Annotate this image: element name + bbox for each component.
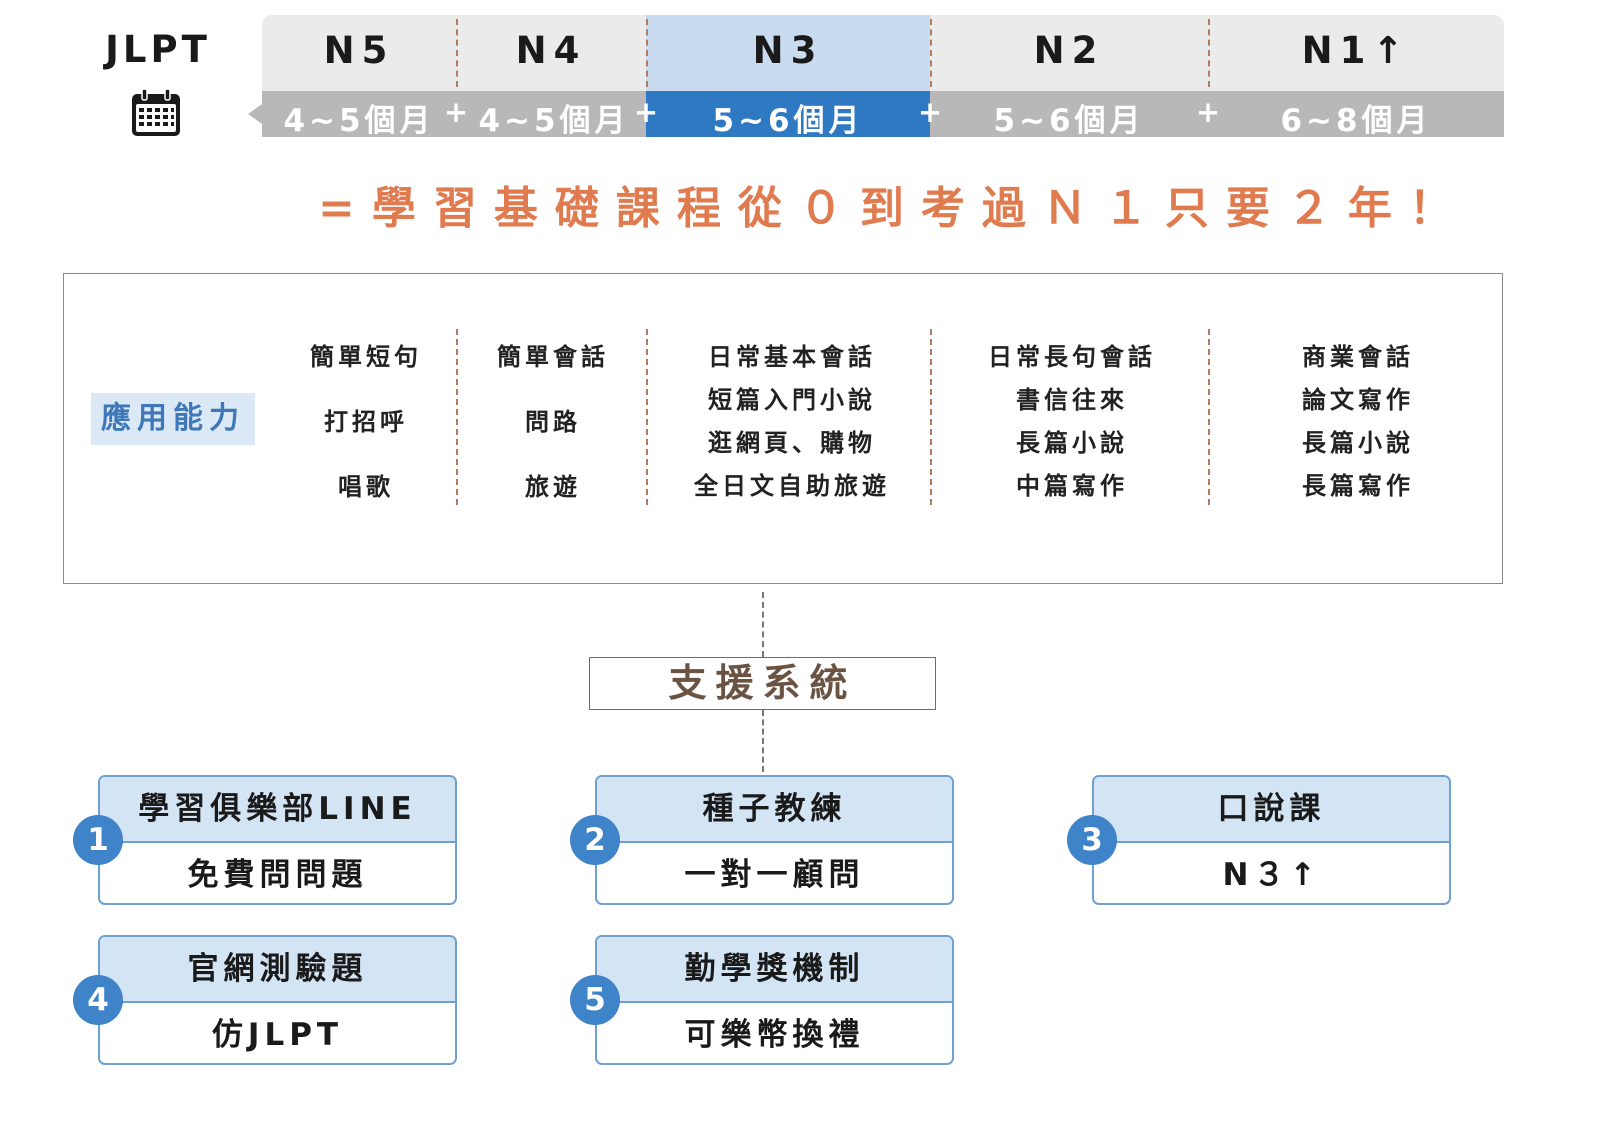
level-divider: [1208, 19, 1210, 87]
card-title: 口說課: [1094, 777, 1449, 843]
level-divider: [456, 19, 458, 87]
level-n2: N2: [1033, 29, 1105, 72]
ability-divider: [646, 329, 648, 505]
plus-sign: +: [917, 95, 943, 129]
ability-divider: [1208, 329, 1210, 505]
duration-n1: 6~8個月: [1280, 103, 1432, 137]
card-title: 官網測驗題: [100, 937, 455, 1003]
skill-item: 書信往來: [1016, 386, 1128, 414]
support-card-coach: 種子教練 一對一顧問: [595, 775, 954, 905]
number-badge: 2: [570, 815, 620, 865]
skill-item: 逛網頁、購物: [708, 429, 876, 457]
skill-item: 中篇寫作: [1016, 472, 1128, 500]
card-subtitle: N３↑: [1222, 857, 1321, 893]
timeline-arrow: [248, 104, 262, 124]
skill-item: 長篇小說: [1016, 429, 1128, 457]
duration-n3: 5~6個月: [712, 103, 864, 137]
ability-divider: [930, 329, 932, 505]
slogan: =學習基礎課程從０到考過Ｎ１只要２年！: [318, 183, 1470, 234]
number-badge: 5: [570, 975, 620, 1025]
card-subtitle: 可樂幣換禮: [684, 1017, 865, 1053]
skill-item: 長篇小說: [1302, 429, 1414, 457]
number-badge: 4: [73, 975, 123, 1025]
skill-item: 日常基本會話: [708, 343, 876, 371]
support-card-reward: 勤學獎機制 可樂幣換禮: [595, 935, 954, 1065]
plus-sign: +: [1195, 95, 1221, 129]
level-n1: N1↑: [1301, 29, 1411, 72]
card-subtitle: 一對一顧問: [684, 857, 865, 893]
ability-divider: [456, 329, 458, 505]
ability-panel: [63, 273, 1503, 584]
skill-item: 旅遊: [525, 473, 581, 501]
skill-item: 簡單會話: [497, 343, 609, 371]
card-subtitle: 免費問問題: [187, 857, 368, 893]
skill-item: 簡單短句: [310, 343, 422, 371]
duration-n4: 4~5個月: [478, 103, 630, 137]
duration-n5: 4~5個月: [283, 103, 435, 137]
level-n5: N5: [323, 29, 395, 72]
skill-item: 打招呼: [324, 408, 408, 436]
number-badge: 3: [1067, 815, 1117, 865]
level-divider: [646, 19, 648, 87]
support-card-quiz: 官網測驗題 仿JLPT: [98, 935, 457, 1065]
skill-item: 長篇寫作: [1302, 472, 1414, 500]
level-timeline: N5 N4 N3 N2 N1↑ 4~5個月 4~5個月 5~6個月 5~6個月 …: [262, 15, 1504, 137]
support-system-title: 支援系統: [589, 657, 936, 710]
skill-item: 問路: [525, 408, 581, 436]
calendar-icon: [132, 88, 180, 136]
level-n3: N3: [752, 29, 824, 72]
card-title: 勤學獎機制: [597, 937, 952, 1003]
support-card-speaking: 口說課 N３↑: [1092, 775, 1451, 905]
skill-item: 商業會話: [1302, 343, 1414, 371]
level-divider: [930, 19, 932, 87]
ability-label: 應用能力: [91, 393, 255, 445]
support-card-line: 學習俱樂部LINE 免費問問題: [98, 775, 457, 905]
plus-sign: +: [633, 95, 659, 129]
skill-item: 全日文自助旅遊: [694, 472, 890, 500]
connector-line: [762, 592, 764, 657]
skill-item: 唱歌: [338, 473, 394, 501]
skill-item: 日常長句會話: [988, 343, 1156, 371]
skill-item: 論文寫作: [1302, 386, 1414, 414]
card-title: 種子教練: [597, 777, 952, 843]
connector-line: [762, 710, 764, 772]
level-n4: N4: [515, 29, 587, 72]
n3-highlight-top: [646, 15, 930, 91]
plus-sign: +: [443, 95, 469, 129]
jlpt-title: JLPT: [105, 28, 211, 71]
card-title: 學習俱樂部LINE: [100, 777, 455, 843]
duration-n2: 5~6個月: [993, 103, 1145, 137]
number-badge: 1: [73, 815, 123, 865]
card-subtitle: 仿JLPT: [211, 1017, 344, 1053]
n3-highlight-bottom: [646, 91, 930, 137]
skill-item: 短篇入門小說: [708, 386, 876, 414]
